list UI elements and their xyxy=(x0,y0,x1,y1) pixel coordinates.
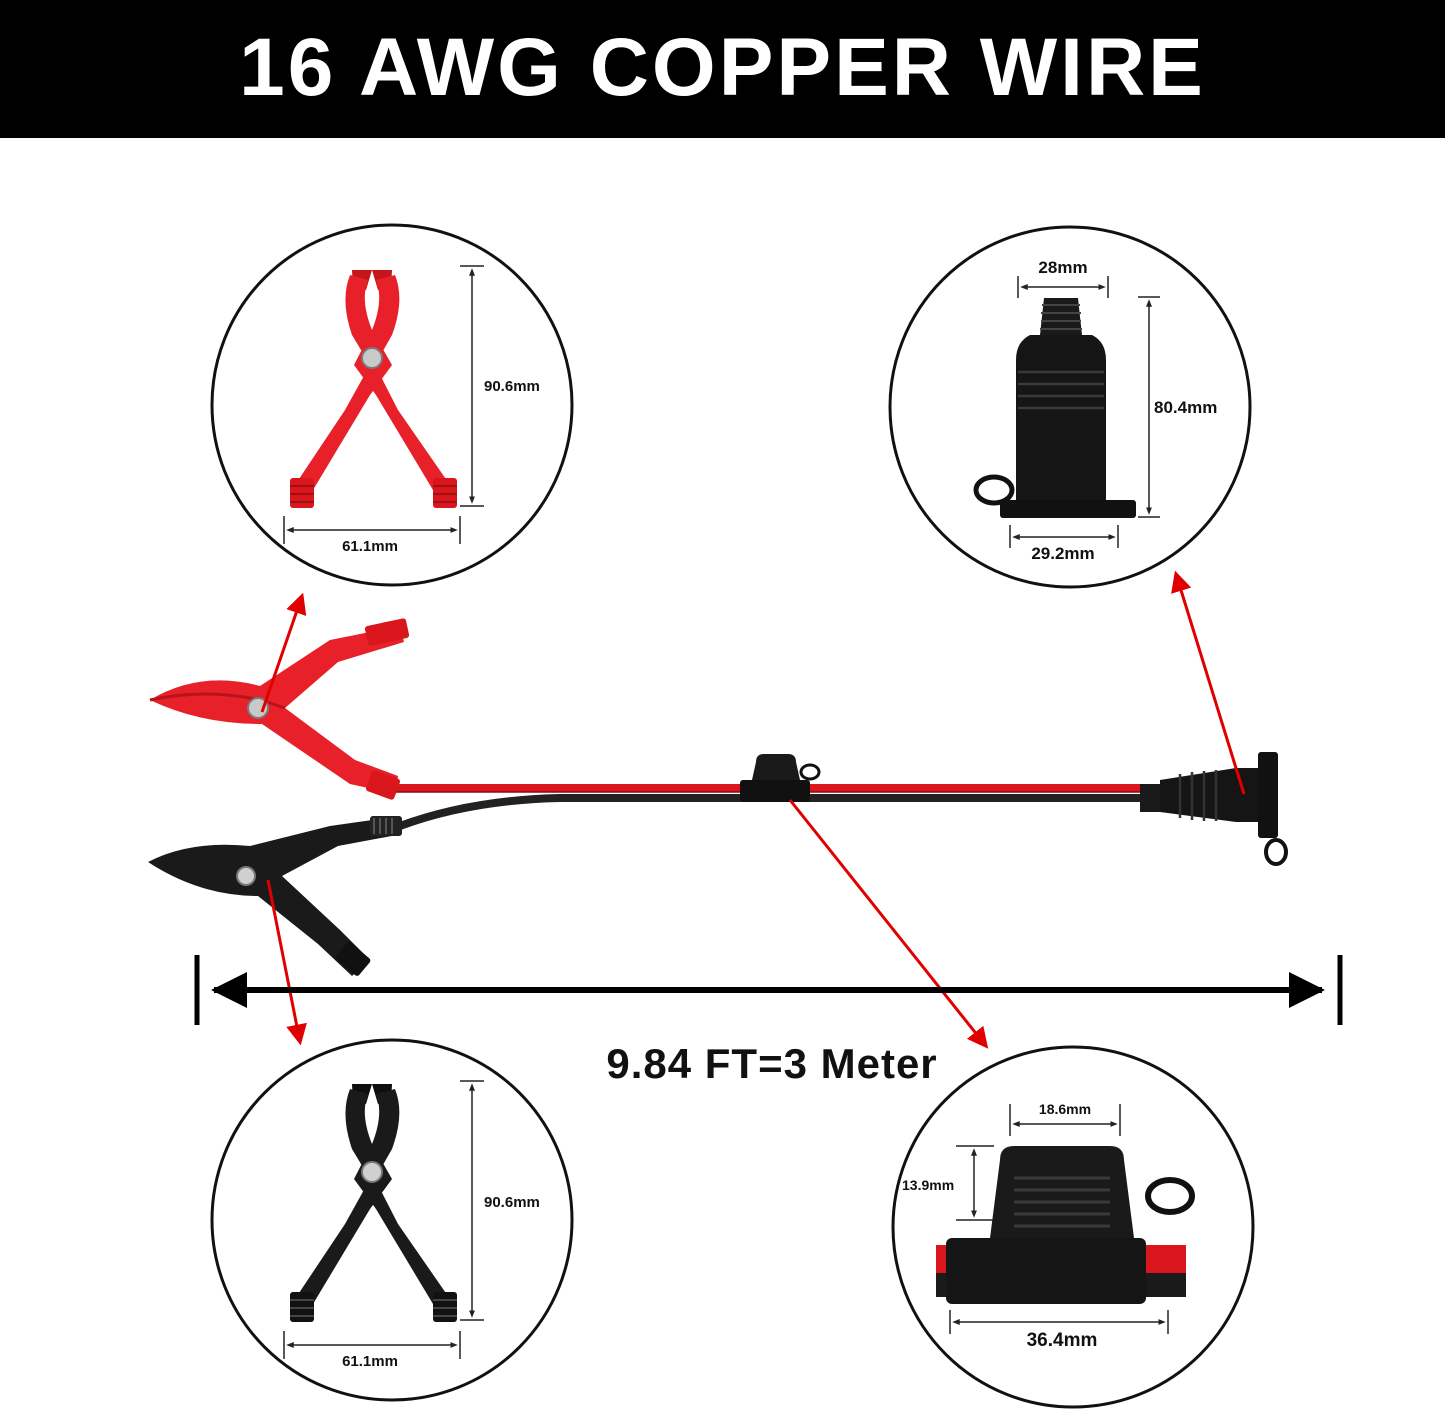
inline-fuse-holder xyxy=(740,754,821,802)
red-clamp-height-label: 90.6mm xyxy=(484,378,540,395)
fuse-holder-icon xyxy=(936,1146,1195,1304)
title-banner: 16 AWG COPPER WIRE xyxy=(0,0,1445,138)
fuse-width-dimension: 36.4mm xyxy=(949,1310,1169,1351)
red-clamp-icon xyxy=(290,270,457,508)
socket-base-width-label: 29.2mm xyxy=(1031,544,1094,563)
red-clamp-callout: 90.6mm 61.1mm xyxy=(210,223,574,587)
red-clamp xyxy=(149,618,410,800)
cable-assembly xyxy=(148,618,1288,976)
socket-callout: 28mm 80.4mm 29.2mm xyxy=(888,225,1252,589)
black-clamp-icon xyxy=(290,1084,457,1322)
cigarette-socket xyxy=(1140,752,1288,866)
socket-top-width-label: 28mm xyxy=(1038,258,1087,277)
fuse-top-width-dimension: 18.6mm xyxy=(1009,1101,1121,1136)
black-clamp xyxy=(148,816,402,976)
red-clamp-width-label: 61.1mm xyxy=(342,538,398,555)
arrow-to-fuse-holder xyxy=(788,799,989,1049)
length-dimension: 9.84 FT=3 Meter xyxy=(194,955,1343,1087)
pointer-arrows xyxy=(260,570,1246,1049)
black-clamp-callout: 90.6mm 61.1mm xyxy=(210,1038,574,1402)
red-clamp-height-dimension: 90.6mm xyxy=(460,265,540,507)
black-clamp-width-label: 61.1mm xyxy=(342,1353,398,1370)
red-clamp-width-dimension: 61.1mm xyxy=(283,516,461,555)
socket-base-width-dimension: 29.2mm xyxy=(1009,525,1119,563)
arrow-to-black-clamp xyxy=(266,879,307,1046)
socket-icon xyxy=(973,298,1136,518)
page-title: 16 AWG COPPER WIRE xyxy=(239,22,1206,113)
fuse-holder-callout: 18.6mm 13.9mm 36.4mm xyxy=(891,1045,1255,1409)
socket-height-dimension: 80.4mm xyxy=(1138,296,1217,518)
fuse-height-label: 13.9mm xyxy=(902,1177,954,1193)
fuse-top-width-label: 18.6mm xyxy=(1039,1101,1091,1117)
arrow-to-socket xyxy=(1171,570,1246,795)
black-clamp-height-dimension: 90.6mm xyxy=(460,1080,540,1321)
length-label: 9.84 FT=3 Meter xyxy=(606,1040,937,1087)
fuse-height-dimension: 13.9mm xyxy=(902,1145,994,1221)
socket-top-width-dimension: 28mm xyxy=(1017,258,1109,298)
arrow-to-red-clamp xyxy=(260,592,307,713)
black-clamp-width-dimension: 61.1mm xyxy=(283,1331,461,1370)
black-clamp-height-label: 90.6mm xyxy=(484,1194,540,1211)
fuse-width-label: 36.4mm xyxy=(1027,1330,1098,1351)
black-wire xyxy=(398,794,1150,830)
socket-height-label: 80.4mm xyxy=(1154,398,1217,417)
